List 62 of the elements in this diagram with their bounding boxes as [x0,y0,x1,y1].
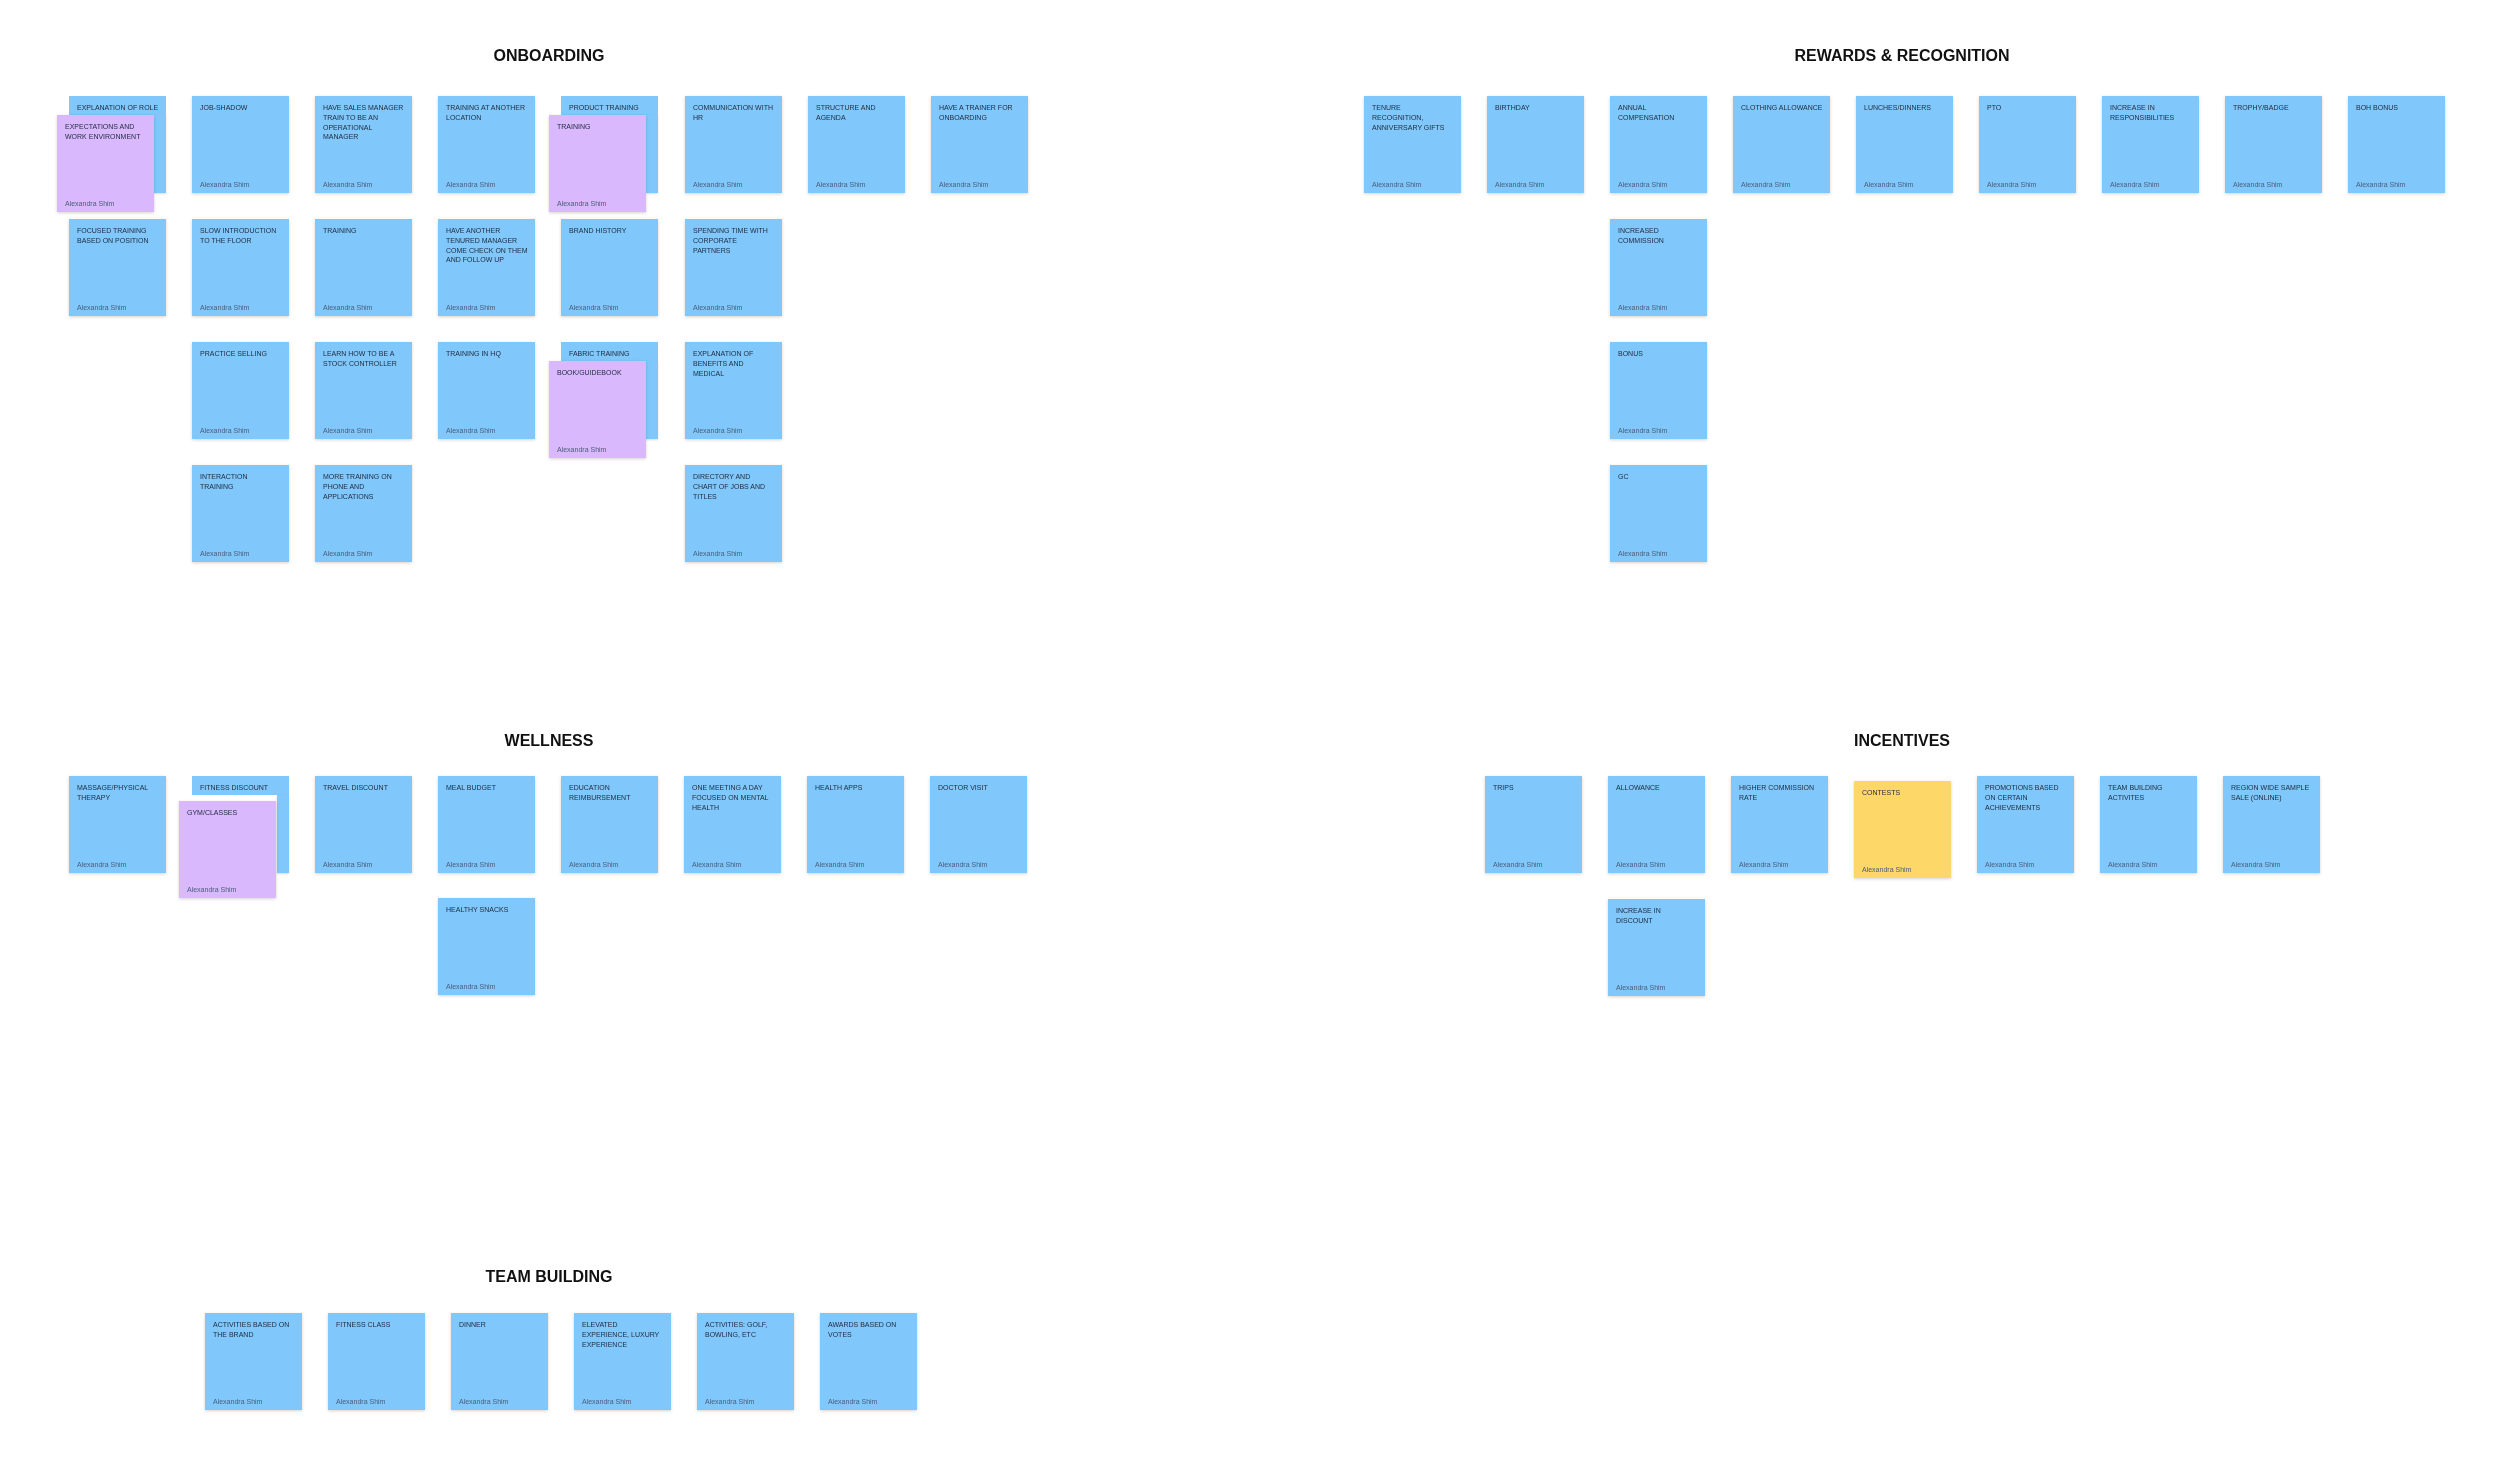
sticky-note [315,219,412,316]
section-heading: INCENTIVES [1854,732,1950,750]
sticky-note [315,465,412,562]
sticky-note [1854,781,1951,878]
sticky-note [684,776,781,873]
sticky-note [1610,342,1707,439]
sticky-note [1610,219,1707,316]
sticky-note [561,776,658,873]
sticky-note [1487,96,1584,193]
sticky-note [685,465,782,562]
sticky-note [438,776,535,873]
sticky-note [192,342,289,439]
sticky-note [315,342,412,439]
sticky-note [1610,96,1707,193]
sticky-note [192,96,289,193]
sticky-note [1610,465,1707,562]
sticky-note [685,96,782,193]
sticky-note [2223,776,2320,873]
sticky-note [438,219,535,316]
sticky-note [2348,96,2445,193]
section-heading: TEAM BUILDING [485,1268,613,1286]
sticky-note [2100,776,2197,873]
sticky-note [315,96,412,193]
sticky-note [1608,776,1705,873]
sticky-note [1485,776,1582,873]
sticky-note [685,342,782,439]
sticky-note [179,801,276,898]
sticky-note [451,1313,548,1410]
sticky-note [1856,96,1953,193]
sticky-note [820,1313,917,1410]
sticky-note [2102,96,2199,193]
sticky-note [438,342,535,439]
sticky-note [315,776,412,873]
sticky-note [57,115,154,212]
sticky-note [1608,899,1705,996]
sticky-note [685,219,782,316]
section-heading: ONBOARDING [493,47,605,65]
sticky-note [438,898,535,995]
sticky-note [192,219,289,316]
sticky-note [930,776,1027,873]
section-heading: WELLNESS [504,732,594,750]
sticky-note [808,96,905,193]
sticky-note [549,115,646,212]
sticky-note [1733,96,1830,193]
sticky-note [192,465,289,562]
sticky-note [574,1313,671,1410]
sticky-note [69,219,166,316]
sticky-note [1979,96,2076,193]
sticky-note [2225,96,2322,193]
sticky-note [69,776,166,873]
sticky-note [438,96,535,193]
sticky-note [328,1313,425,1410]
sticky-note [549,361,646,458]
sticky-note [1977,776,2074,873]
sticky-note [807,776,904,873]
sticky-note [1731,776,1828,873]
sticky-note [697,1313,794,1410]
section-heading: REWARDS & RECOGNITION [1794,47,2010,65]
sticky-note [205,1313,302,1410]
sticky-note [561,219,658,316]
sticky-note [1364,96,1461,193]
sticky-note [931,96,1028,193]
